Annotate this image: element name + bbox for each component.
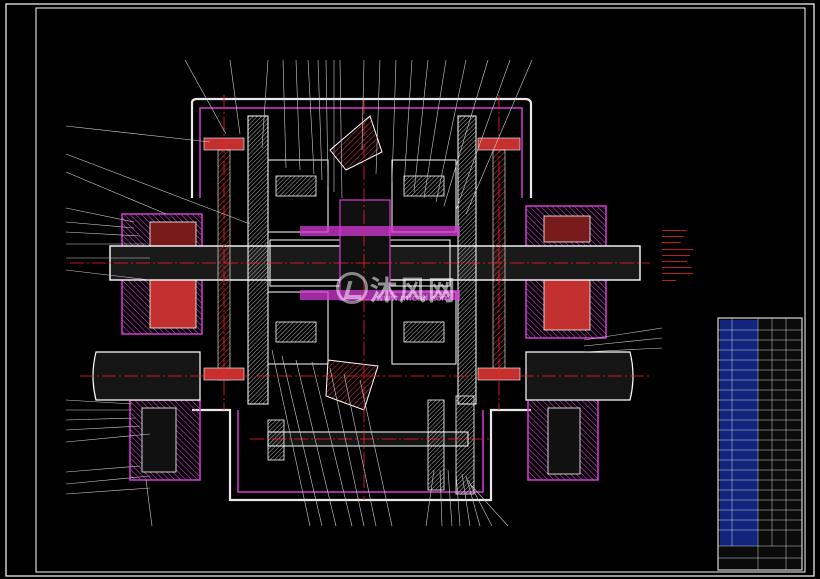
watermark-url: www.mfcad.com: [376, 294, 451, 304]
note-line: ▬▬▬▬▬▬▬▬▬▬▬▬▬▬▬▬: [662, 260, 687, 264]
note-line: ▬▬▬▬▬▬▬▬▬▬▬▬▬▬: [662, 235, 684, 239]
title-block: [717, 317, 803, 571]
countershaft: [267, 395, 475, 495]
gear-plates: [247, 115, 477, 405]
leader-lines-bottom: [145, 349, 509, 527]
centerlines: [70, 95, 650, 500]
leader-lines-top: [184, 59, 533, 215]
note-line: ▬▬▬▬▬▬▬▬▬▬▬▬▬▬▬▬▬▬▬▬: [662, 272, 694, 276]
technical-notes: ▬▬▬▬▬▬▬▬▬▬▬▬▬▬▬▬ ▬▬▬▬▬▬▬▬▬▬▬▬▬▬ ▬▬▬▬▬▬▬▬…: [662, 228, 720, 284]
note-line: ▬▬▬▬▬▬▬▬▬▬▬▬▬▬▬▬▬▬▬▬: [662, 247, 694, 251]
leader-lines-right: [583, 327, 663, 353]
left-bearing-housing: [121, 213, 203, 481]
watermark: 沐风网 www.mfcad.com: [336, 268, 496, 308]
note-line: ▬▬▬▬▬▬▬▬▬: [662, 278, 677, 282]
gearbox-housing: [190, 97, 533, 502]
note-line: ▬▬▬▬▬▬▬▬▬▬▬▬▬▬▬▬▬▬: [662, 253, 691, 257]
watermark-logo-icon: [336, 272, 368, 304]
sheet-frame: [5, 3, 815, 577]
note-line: ▬▬▬▬▬▬▬▬▬▬▬▬▬▬▬▬▬▬▬: [662, 266, 692, 270]
note-line: ▬▬▬▬▬▬▬▬▬▬▬▬▬▬▬▬: [662, 229, 687, 232]
leader-lines-left: [65, 125, 251, 495]
note-line: ▬▬▬▬▬▬▬▬▬▬▬▬: [662, 241, 681, 245]
watermark-text: 沐风网: [370, 275, 457, 307]
lower-shafts: [92, 351, 634, 401]
